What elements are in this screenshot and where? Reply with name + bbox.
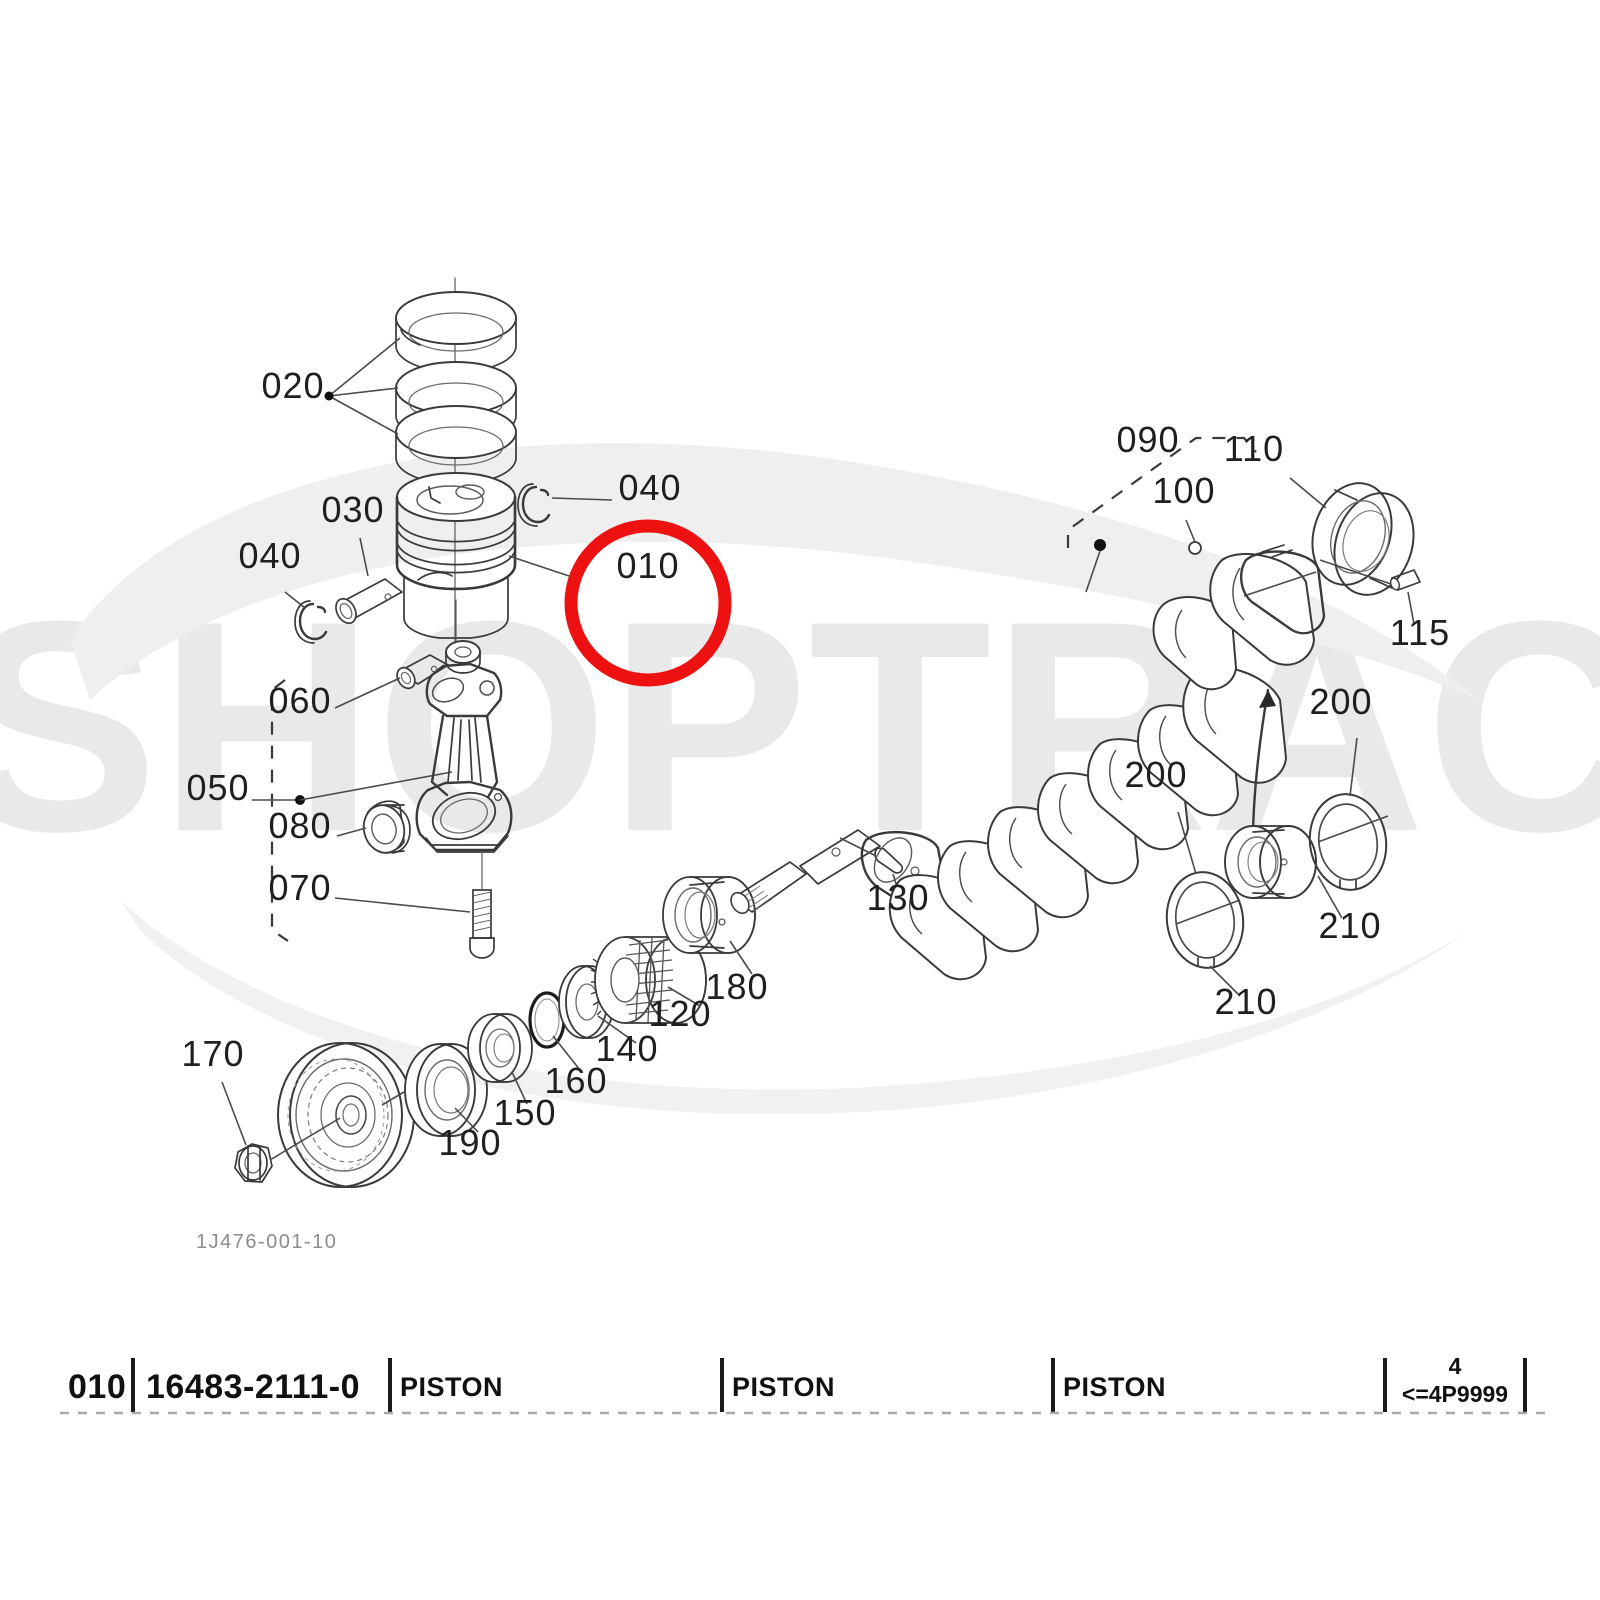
callout-060-connecting-rod-bushing: 060 xyxy=(268,680,331,721)
crank-pulley xyxy=(277,1042,415,1188)
piston-010 xyxy=(395,472,576,661)
callout-030-piston-pin: 030 xyxy=(321,489,384,530)
parts-table: 010 16483-2111-0 PISTON PISTON PISTON 4 … xyxy=(60,1353,1545,1415)
connecting-rod-group-050 xyxy=(252,679,453,942)
thrust-bearing-lower-200 xyxy=(1165,811,1245,997)
table-separators xyxy=(131,1358,1527,1412)
connecting-rod xyxy=(415,640,513,853)
table-cell-desc-1: PISTON xyxy=(400,1372,503,1402)
connecting-rod-bolt-070 xyxy=(334,851,495,959)
thrust-bearing-upper-200 xyxy=(1308,737,1389,891)
table-cell-qty: 4 xyxy=(1449,1353,1462,1379)
table-cell-desc-2: PISTON xyxy=(732,1372,835,1402)
callout-210-main-bearing-upper: 210 xyxy=(1318,905,1381,946)
table-cell-applicability: <=4P9999 xyxy=(1402,1381,1508,1407)
callout-040-snap-ring-right: 040 xyxy=(618,467,681,508)
main-bearing-case-180 xyxy=(662,876,756,975)
table-cell-ref: 010 xyxy=(68,1368,126,1406)
callout-120-crank-gear: 120 xyxy=(648,993,711,1034)
callout-200-thrust-bearing-lower: 200 xyxy=(1124,754,1187,795)
collar-150 xyxy=(467,1013,533,1105)
callout-150-collar: 150 xyxy=(493,1092,556,1133)
callout-190-oil-seal: 190 xyxy=(438,1122,501,1163)
connecting-rod-bushing-060 xyxy=(334,654,449,709)
callout-010-piston: 010 xyxy=(616,545,679,586)
drawing-number: 1J476-001-10 xyxy=(196,1231,337,1253)
callout-040-snap-ring-left: 040 xyxy=(238,535,301,576)
crankshaft-nose xyxy=(730,829,881,915)
callout-170-nut: 170 xyxy=(181,1033,244,1074)
crank-nut-170 xyxy=(221,1081,341,1183)
bearing-ring-110 xyxy=(1243,477,1415,597)
callout-100-crankshaft: 100 xyxy=(1152,470,1215,511)
dowel-pin-115 xyxy=(1319,559,1421,625)
oil-seal-190 xyxy=(381,1043,488,1137)
snap-ring-right-040 xyxy=(517,483,613,527)
table-cell-desc-3: PISTON xyxy=(1063,1372,1166,1402)
callout-180-main-bearing-case: 180 xyxy=(705,966,768,1007)
table-cell-partno: 16483-2111-0 xyxy=(146,1368,360,1406)
callout-210-main-bearing-lower: 210 xyxy=(1214,981,1277,1022)
callout-115-dowel-pin: 115 xyxy=(1390,612,1450,653)
connecting-rod-bearing-080 xyxy=(336,800,411,854)
piston-ring-set-020 xyxy=(324,277,517,661)
callout-020-piston-ring-set: 020 xyxy=(261,365,324,406)
piston-pin-030 xyxy=(335,537,403,625)
callout-140-washer: 140 xyxy=(595,1028,658,1069)
highlight-circle xyxy=(564,519,732,687)
callout-070-connecting-rod-bolt: 070 xyxy=(268,867,331,908)
crank-gear-120 xyxy=(590,936,707,1024)
main-bearing-upper-210 xyxy=(1224,825,1343,919)
callout-130-woodruff-key: 130 xyxy=(866,877,929,918)
callout-050-connecting-rod-assembly: 050 xyxy=(186,767,249,808)
crankshaft-100 xyxy=(860,436,1326,981)
callout-160-o-ring: 160 xyxy=(544,1060,607,1101)
callout-110-bearing-ring: 110 xyxy=(1224,428,1284,469)
callout-080-connecting-rod-bearing: 080 xyxy=(268,805,331,846)
snap-ring-left-040 xyxy=(284,591,328,644)
callout-090-crankshaft-assembly: 090 xyxy=(1116,419,1179,460)
callout-200-thrust-bearing-upper: 200 xyxy=(1309,681,1372,722)
